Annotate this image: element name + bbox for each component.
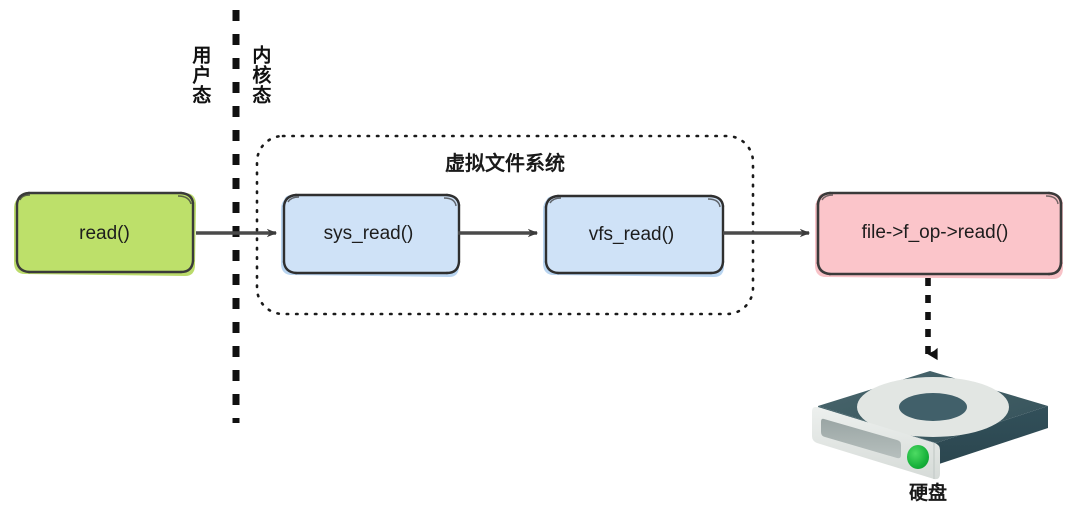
node-read[interactable] (14, 191, 196, 276)
node-vfs-read[interactable] (543, 194, 725, 277)
hard-disk-caption: 硬盘 (908, 482, 947, 504)
hard-disk-icon (812, 371, 1048, 480)
user-mode-label: 用户态 (189, 45, 212, 105)
vfs-group-title: 虚拟文件系统 (445, 151, 565, 175)
node-f-op-read[interactable] (815, 191, 1063, 279)
vfs-container (255, 134, 755, 316)
kernel-mode-label: 内核态 (249, 45, 272, 105)
node-sys-read[interactable] (281, 193, 461, 277)
